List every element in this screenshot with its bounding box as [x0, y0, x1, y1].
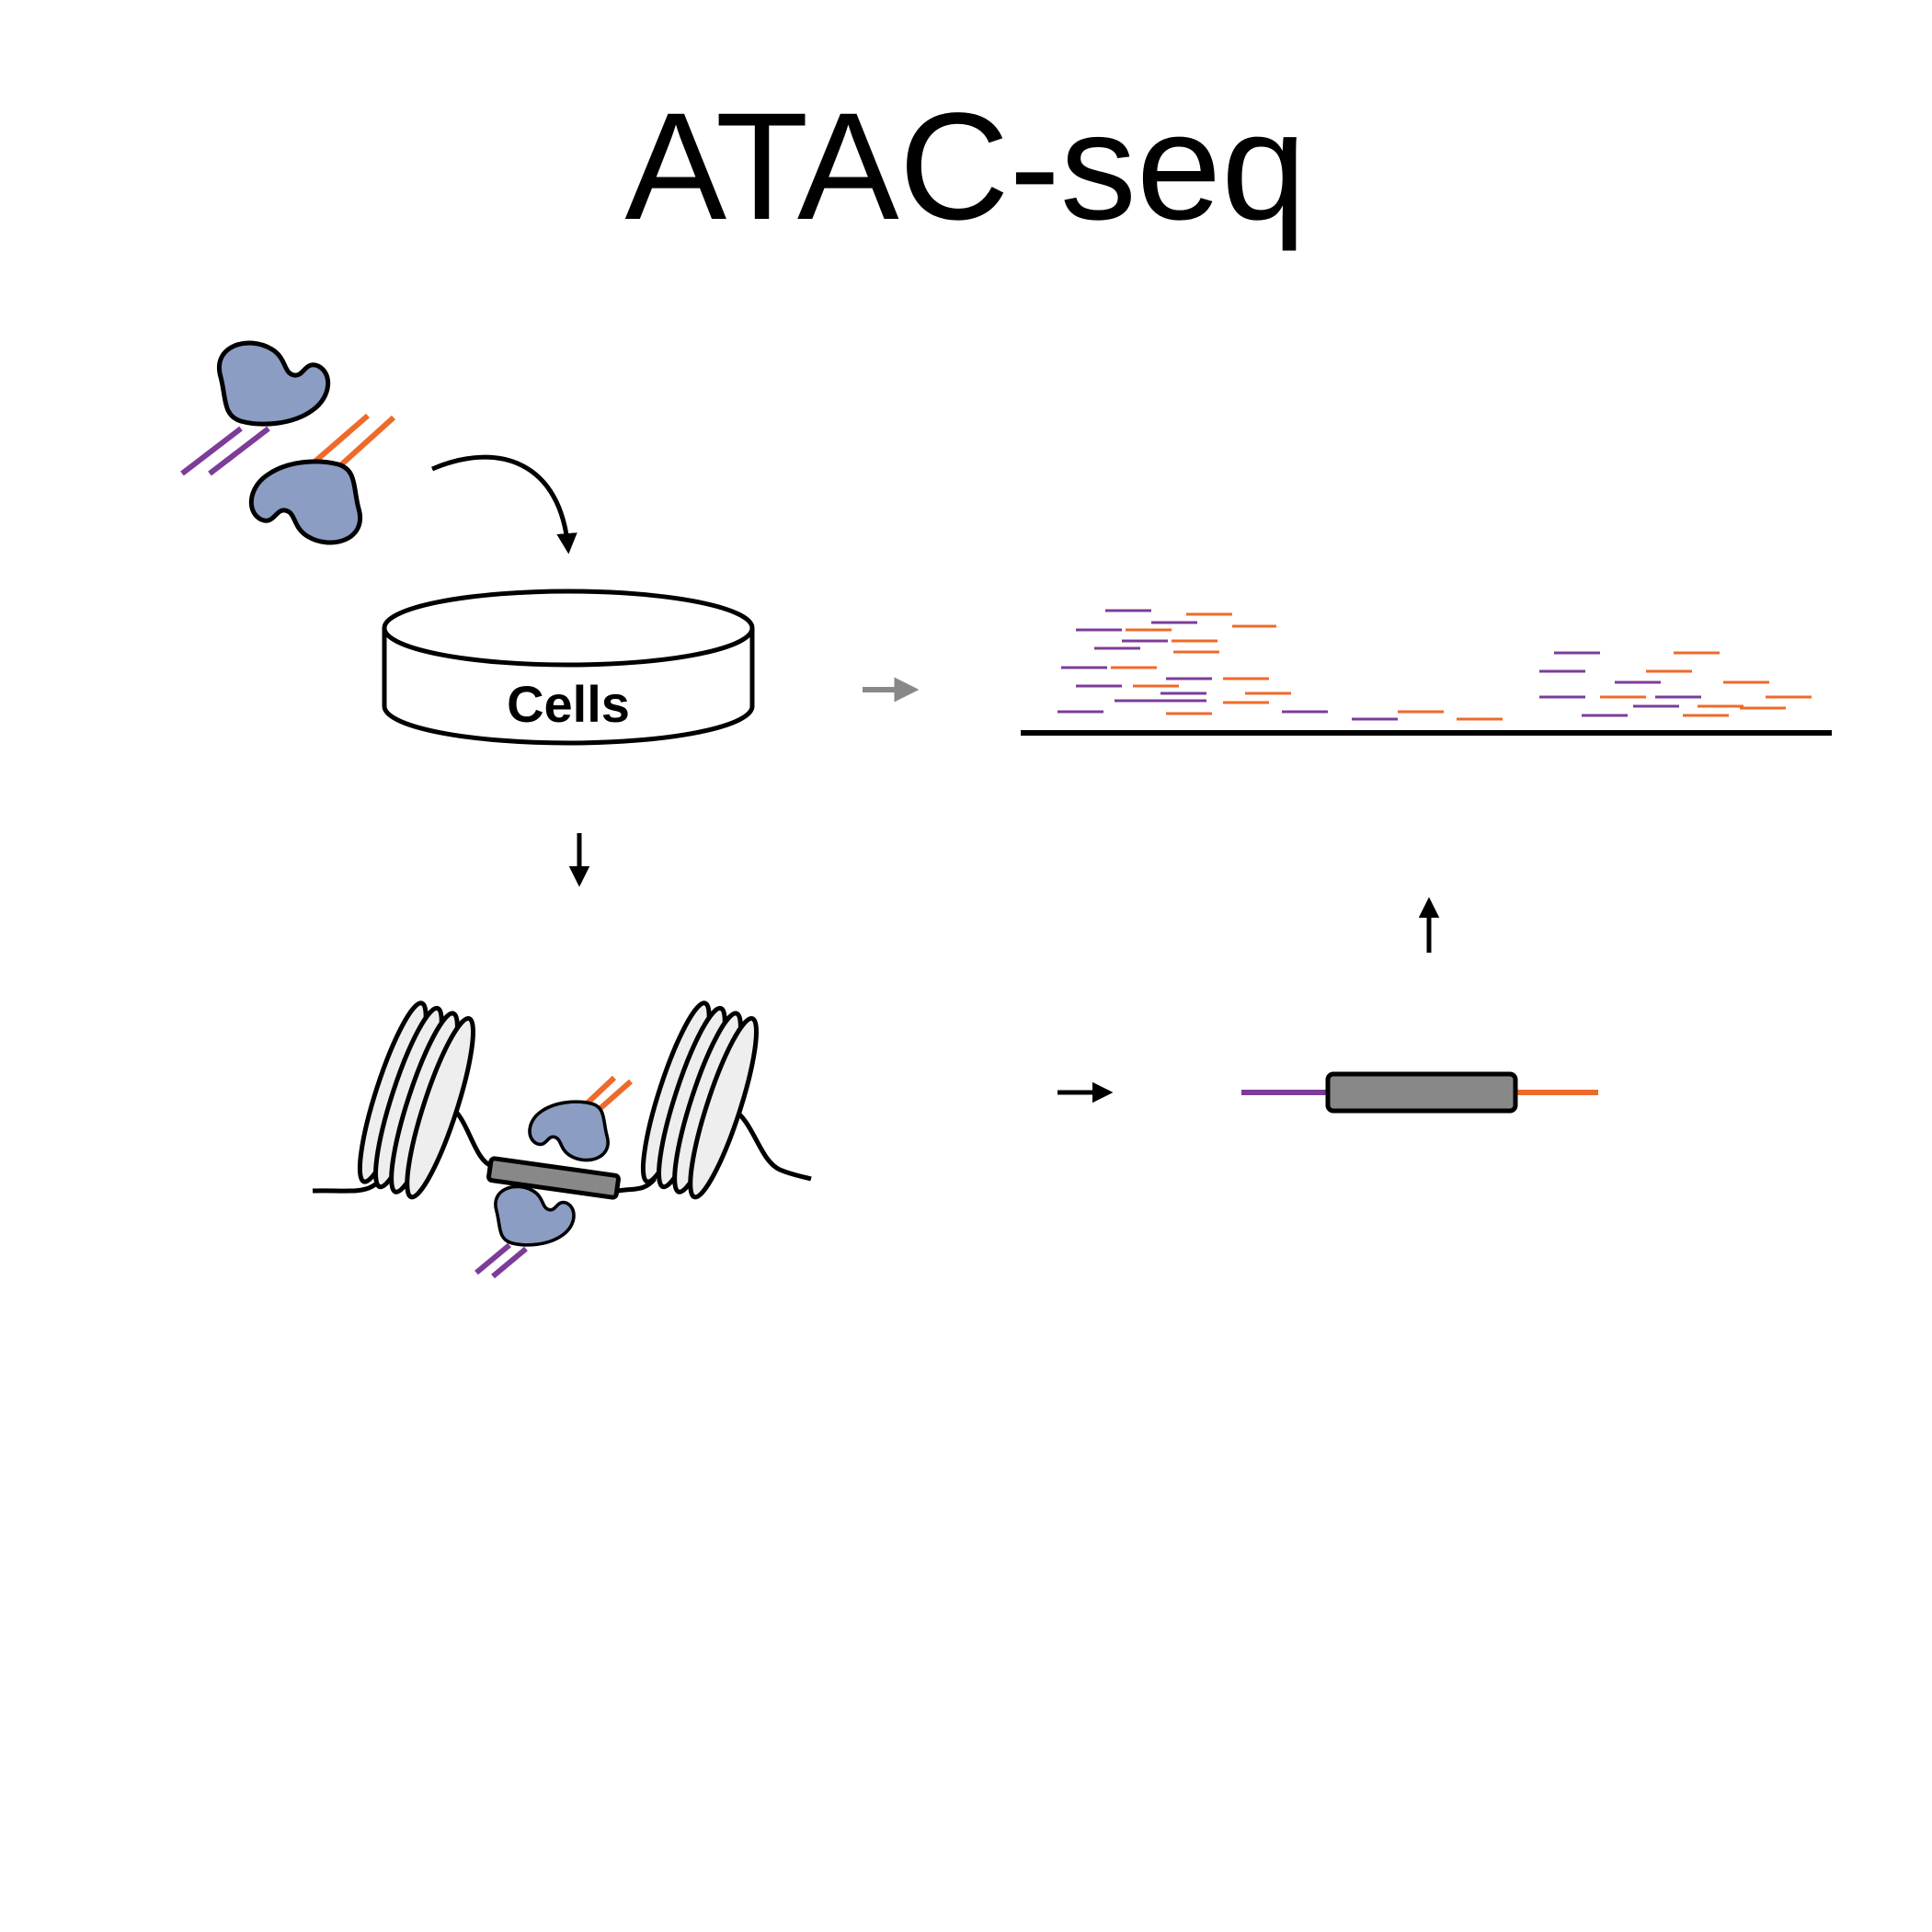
- chromatin-icon: [312, 998, 812, 1202]
- open-chromatin-fragment-icon: [486, 1156, 621, 1200]
- adapter-orange-icon: [311, 413, 396, 472]
- nucleosome-icon-right: [632, 998, 769, 1202]
- transposase-icon-bottom: [251, 462, 360, 543]
- aligned-reads-pileup: [1021, 609, 1832, 736]
- transposase-complex-icon: [180, 343, 396, 543]
- reads-peak-left: [1057, 609, 1503, 721]
- dish-label: Cells: [507, 675, 630, 733]
- transposase-icon-upper: [528, 1100, 610, 1162]
- diagram-title: ATAC-seq: [624, 82, 1306, 252]
- curved-arrow-icon: [431, 454, 577, 554]
- transposase-icon-lower: [494, 1184, 576, 1247]
- nucleosome-icon-left: [349, 998, 486, 1202]
- transposase-icon-top: [219, 343, 327, 424]
- adapter-purple-icon: [180, 426, 270, 476]
- petri-dish-icon: Cells: [382, 589, 755, 746]
- reads-peak-right: [1539, 651, 1812, 717]
- transposase-cutting-icon: [474, 1075, 633, 1279]
- tagged-fragment-icon: [1241, 1071, 1598, 1114]
